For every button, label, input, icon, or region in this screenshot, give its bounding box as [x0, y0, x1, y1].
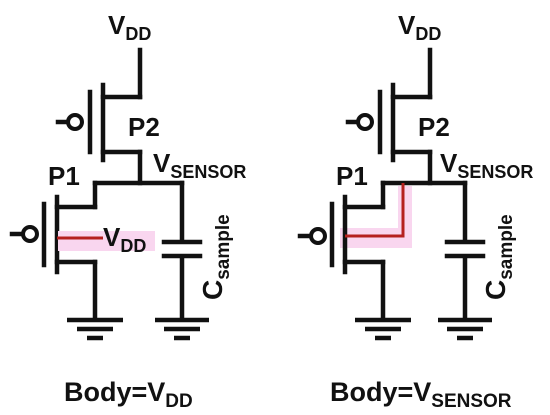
right-vdd-label: VDD — [398, 10, 441, 44]
right-circuit: VDD P2 VSENSOR P1 — [297, 10, 533, 412]
left-cap-ground-icon — [155, 317, 209, 341]
left-p2-label: P2 — [128, 112, 160, 142]
right-cap-ground-icon — [438, 317, 492, 341]
left-csample-label: Csample — [197, 214, 234, 300]
right-body-connection — [345, 183, 405, 238]
left-body-highlight — [58, 231, 155, 251]
left-p1-ground-icon — [67, 317, 123, 341]
left-p1-transistor: P1 — [9, 161, 98, 321]
left-p1-gate-bubble — [21, 225, 39, 243]
left-vdd-label: VDD — [108, 10, 151, 44]
right-vsensor-label: VSENSOR — [440, 148, 533, 182]
right-p2-label: P2 — [418, 112, 450, 142]
left-body-vdd-label: VDD — [103, 222, 146, 256]
left-p2-gate-bubble — [66, 113, 84, 131]
left-vsensor-label: VSENSOR — [153, 148, 246, 182]
right-p2-gate-bubble — [356, 113, 374, 131]
right-body-highlight-vertical — [398, 186, 412, 234]
right-body-highlight — [340, 228, 412, 248]
left-p2-transistor: P2 — [55, 47, 160, 186]
left-p1-label: P1 — [48, 161, 80, 191]
left-capacitor — [161, 180, 203, 321]
right-capacitor — [444, 180, 486, 321]
left-caption: Body=VDD — [64, 377, 193, 412]
left-circuit: VDD P2 VSENSOR P1 — [9, 10, 246, 412]
right-csample-label: Csample — [480, 214, 517, 300]
right-p1-label: P1 — [336, 161, 368, 191]
right-p1-gate-bubble — [309, 227, 327, 245]
right-p2-transistor: P2 — [345, 47, 450, 186]
right-caption: Body=VSENSOR — [330, 377, 512, 412]
right-p1-ground-icon — [355, 317, 411, 341]
right-p1-transistor: P1 — [297, 161, 386, 321]
